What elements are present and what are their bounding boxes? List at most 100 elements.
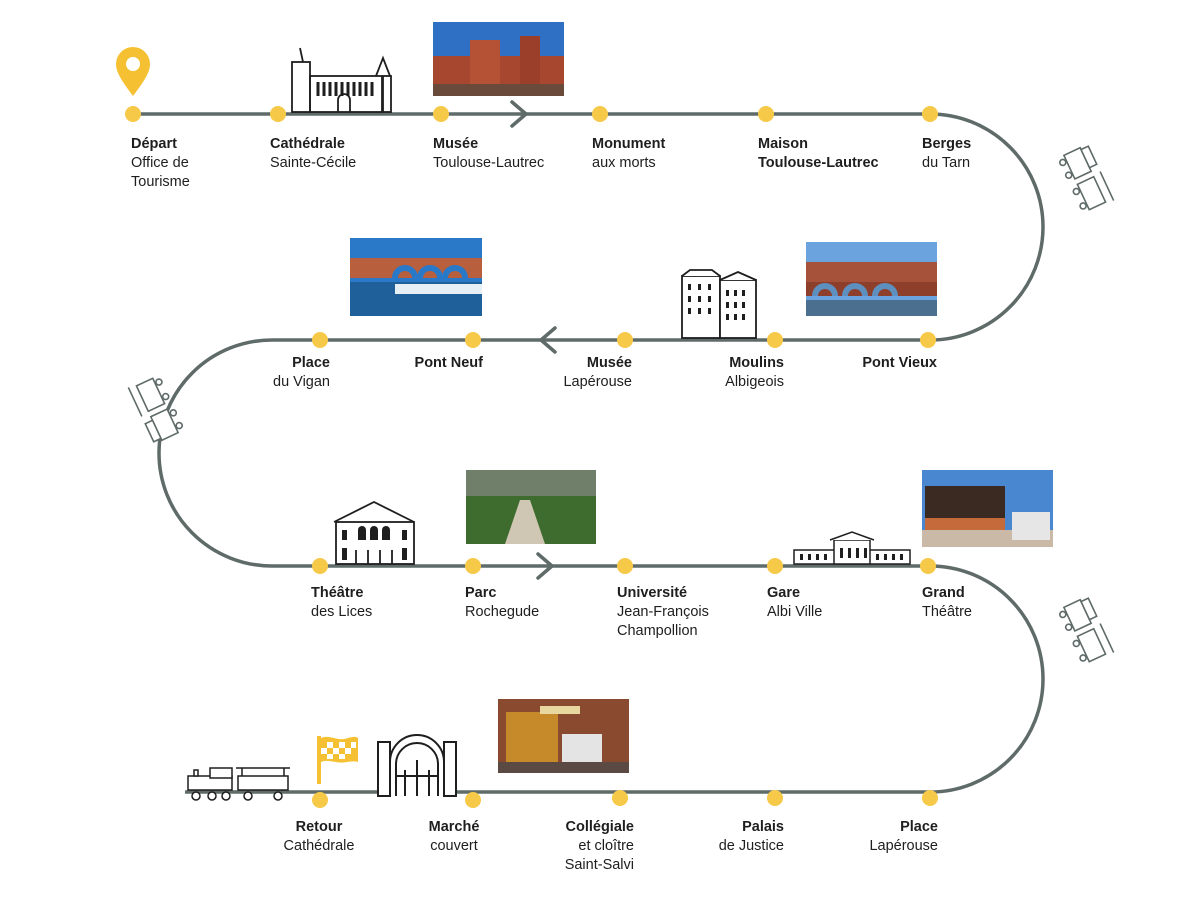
stop-label-gare: Gare Albi Ville xyxy=(767,584,822,622)
stop-dot xyxy=(612,790,628,806)
stop-subtitle: du Vigan xyxy=(273,374,330,390)
arrow-left-icon xyxy=(539,326,557,354)
stop-label-musee-laperouse: Musée Lapérouse xyxy=(563,354,632,392)
stop-label-cathedrale: Cathédrale Sainte-Cécile xyxy=(270,135,356,173)
stop-label-marche: Marché couvert xyxy=(429,818,480,856)
stop-dot xyxy=(465,792,481,808)
checkered-flag-icon xyxy=(317,736,358,784)
photo-pont-vieux xyxy=(806,242,937,316)
stop-dot xyxy=(312,792,328,808)
stop-dot xyxy=(433,106,449,122)
stop-subtitle: Toulouse-Lautrec xyxy=(433,155,545,171)
stop-label-pont-vieux: Pont Vieux xyxy=(862,354,937,373)
stop-dot xyxy=(617,332,633,348)
stop-dot xyxy=(125,106,141,122)
marche-drawing-icon xyxy=(377,734,457,797)
photo-collegiale xyxy=(498,699,629,773)
stop-subtitle: Rochegude xyxy=(465,604,540,620)
stop-label-retour: Retour Cathédrale xyxy=(284,818,355,856)
arrow-right-icon xyxy=(510,100,528,128)
photo-musee-toulouse-lautrec xyxy=(433,22,564,96)
stop-name: Collégiale xyxy=(565,819,635,835)
photo-pont-neuf xyxy=(350,238,482,316)
tourist-train-icon xyxy=(1058,597,1115,663)
stop-label-collegiale: Collégiale et cloître Saint-Salvi xyxy=(565,818,634,875)
stop-subtitle: Albi Ville xyxy=(767,604,823,620)
stop-name: Pont Vieux xyxy=(862,355,937,371)
stop-dot xyxy=(922,790,938,806)
stop-subtitle: de Justice xyxy=(718,838,784,854)
stop-dot xyxy=(465,332,481,348)
stop-dot xyxy=(312,332,328,348)
location-pin-icon xyxy=(116,47,150,96)
photo-grand-theatre xyxy=(922,470,1053,547)
stop-name: Berges xyxy=(922,136,972,152)
stop-label-vigan: Place du Vigan xyxy=(273,354,330,392)
stop-subtitle: Saint-Salvi xyxy=(564,857,634,873)
stop-subtitle: du Tarn xyxy=(922,155,971,171)
stop-name: Grand xyxy=(922,585,965,601)
stop-dot xyxy=(592,106,608,122)
stop-subtitle: et cloître xyxy=(578,838,634,854)
stop-dot xyxy=(312,558,328,574)
stop-dot xyxy=(767,558,783,574)
stop-name: Cathédrale xyxy=(270,136,345,152)
stop-label-grand-theatre: Grand Théâtre xyxy=(922,584,972,622)
stop-label-rochegude: Parc Rochegude xyxy=(465,584,539,622)
arrow-right-icon xyxy=(536,552,554,580)
stop-dots xyxy=(125,106,938,808)
stop-subtitle: Sainte-Cécile xyxy=(270,155,357,171)
stop-name: Place xyxy=(292,355,330,371)
stop-label-moulins: Moulins Albigeois xyxy=(725,354,784,392)
stop-dot xyxy=(920,332,936,348)
stop-label-pont-neuf: Pont Neuf xyxy=(415,354,483,373)
tourist-train-icon xyxy=(187,767,290,801)
stop-subtitle: Lapérouse xyxy=(563,374,632,390)
stop-dot xyxy=(465,558,481,574)
stop-name: Palais xyxy=(742,819,784,835)
stop-name: Musée xyxy=(586,355,632,371)
stop-name: Moulins xyxy=(729,355,784,371)
stop-subtitle: Albigeois xyxy=(725,374,784,390)
stop-name: Monument xyxy=(592,136,666,152)
stop-dot xyxy=(767,332,783,348)
stop-subtitle: Champollion xyxy=(617,623,698,639)
stop-label-monument: Monument aux morts xyxy=(592,135,665,173)
stop-name: Toulouse-Lautrec xyxy=(758,155,879,171)
stop-name: Place xyxy=(900,819,938,835)
train-route-track xyxy=(132,112,1045,794)
tourist-train-icon xyxy=(1058,145,1115,211)
stop-label-depart: Départ Office de Tourisme xyxy=(131,135,190,192)
gare-drawing-icon xyxy=(793,531,911,565)
stop-subtitle: Tourisme xyxy=(131,174,190,190)
stop-name: Départ xyxy=(131,136,177,152)
stop-dot xyxy=(270,106,286,122)
stop-name: Maison xyxy=(758,136,808,152)
stop-label-palais: Palais de Justice xyxy=(719,818,784,856)
stop-name: Parc xyxy=(465,585,497,601)
stop-dot xyxy=(767,790,783,806)
stop-subtitle: Théâtre xyxy=(922,604,972,620)
stop-label-place-laperouse: Place Lapérouse xyxy=(869,818,938,856)
stop-name: Marché xyxy=(428,819,480,835)
stop-label-maison-toulouse-lautrec: Maison Toulouse-Lautrec xyxy=(758,135,879,173)
theatre-lices-drawing-icon xyxy=(333,500,415,565)
photo-parc-rochegude xyxy=(466,470,596,544)
stop-subtitle: Office de xyxy=(131,155,189,171)
stop-name: Pont Neuf xyxy=(414,355,483,371)
stop-subtitle: aux morts xyxy=(592,155,656,171)
cathedrale-drawing-icon xyxy=(291,47,392,113)
stop-label-theatre-lices: Théâtre des Lices xyxy=(311,584,372,622)
stop-dot xyxy=(920,558,936,574)
stop-name: Théâtre xyxy=(311,585,364,601)
stop-name: Musée xyxy=(433,136,479,152)
tourist-train-icon xyxy=(127,377,184,443)
stop-label-universite: Université Jean-François Champollion xyxy=(617,584,709,641)
stop-subtitle: Jean-François xyxy=(617,604,709,620)
stop-dot xyxy=(617,558,633,574)
stop-subtitle: couvert xyxy=(430,838,478,854)
stop-subtitle: des Lices xyxy=(311,604,373,620)
stop-label-berges: Berges du Tarn xyxy=(922,135,971,173)
stop-name: Gare xyxy=(767,585,801,601)
